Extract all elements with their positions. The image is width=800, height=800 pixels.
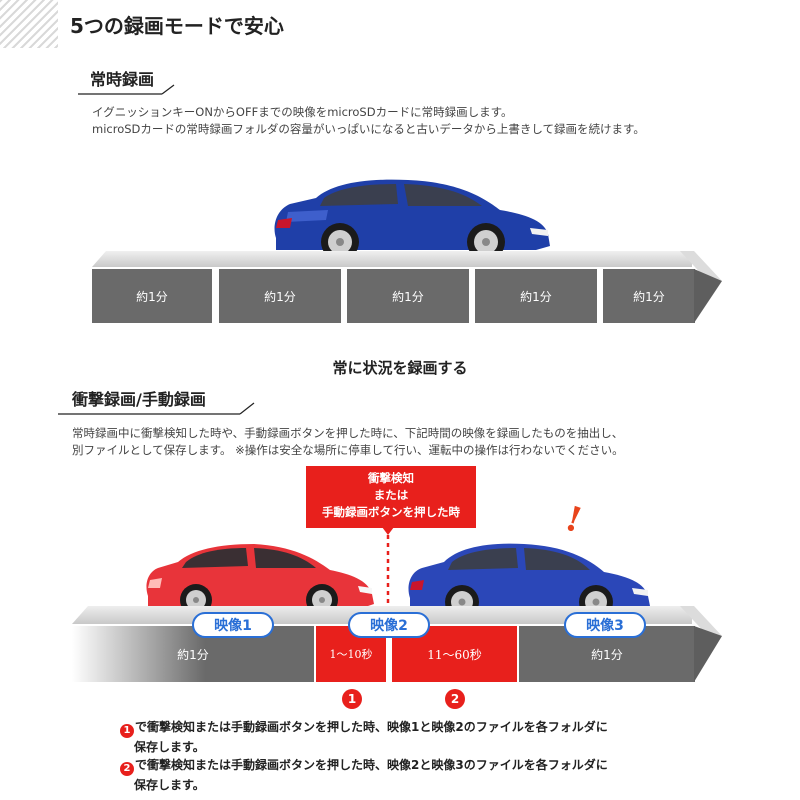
- section2-underline: [58, 402, 255, 415]
- note-1-line2: 保存します。: [134, 740, 205, 754]
- trigger-callout-box: 衝撃検知 または 手動録画ボタンを押した時: [306, 466, 476, 528]
- red-car-illustration: [146, 544, 374, 616]
- page-title: 5つの録画モードで安心: [70, 14, 284, 38]
- timeline2-segment-pre: 1～10秒: [316, 626, 386, 682]
- section2-description-line1: 常時録画中に衝撃検知した時や、手動録画ボタンを押した時に、下記時間の映像を録画し…: [72, 426, 624, 440]
- header-hatch-decoration: [0, 0, 58, 48]
- section2-description-line2: 別ファイルとして保存します。 ※操作は安全な場所に停車して行い、運転中の操作は行…: [72, 443, 624, 457]
- section2-title: 衝撃録画/手動録画: [72, 390, 206, 409]
- callout-line2: または: [373, 488, 409, 502]
- section1-title: 常時録画: [90, 70, 155, 89]
- note-1-number: 1: [120, 724, 134, 738]
- callout-line3: 手動録画ボタンを押した時: [322, 505, 460, 519]
- timeline1-segment-3: 約1分: [347, 269, 469, 323]
- blue-car-2-illustration: [408, 543, 650, 619]
- video3-label: 映像3: [564, 612, 646, 638]
- section1-underline: [78, 84, 175, 95]
- timeline1-segment-2: 約1分: [219, 269, 341, 323]
- timeline1-segment-4: 約1分: [475, 269, 597, 323]
- section1-description-line1: イグニッションキーONからOFFまでの映像をmicroSDカードに常時録画します…: [92, 105, 513, 119]
- timeline1-segment-1: 約1分: [92, 269, 212, 323]
- note-2-number: 2: [120, 762, 134, 776]
- marker-1: 1: [342, 689, 362, 709]
- note-2-line2: 保存します。: [134, 778, 205, 792]
- blue-car-illustration: [274, 179, 550, 261]
- trigger-dotted-line: [382, 527, 394, 627]
- section1-caption: 常に状況を録画する: [332, 359, 468, 377]
- video2-label: 映像2: [348, 612, 430, 638]
- timeline1-arrow-head: [680, 251, 722, 323]
- marker-2: 2: [445, 689, 465, 709]
- note-1-line1: で衝撃検知または手動録画ボタンを押した時、映像1と映像2のファイルを各フォルダに: [135, 720, 608, 734]
- callout-line1: 衝撃検知: [368, 471, 414, 485]
- exclamation-mark-icon: !: [560, 498, 587, 542]
- timeline2-arrow-head: [680, 606, 722, 682]
- section1-description-line2: microSDカードの常時録画フォルダの容量がいっぱいになると古いデータから上書…: [92, 122, 645, 136]
- timeline1-top-edge: [92, 251, 692, 267]
- note-2-line1: で衝撃検知または手動録画ボタンを押した時、映像2と映像3のファイルを各フォルダに: [135, 758, 608, 772]
- timeline2-segment-left: 約1分: [72, 626, 314, 682]
- video1-label: 映像1: [192, 612, 274, 638]
- timeline1-segment-5: 約1分: [603, 269, 695, 323]
